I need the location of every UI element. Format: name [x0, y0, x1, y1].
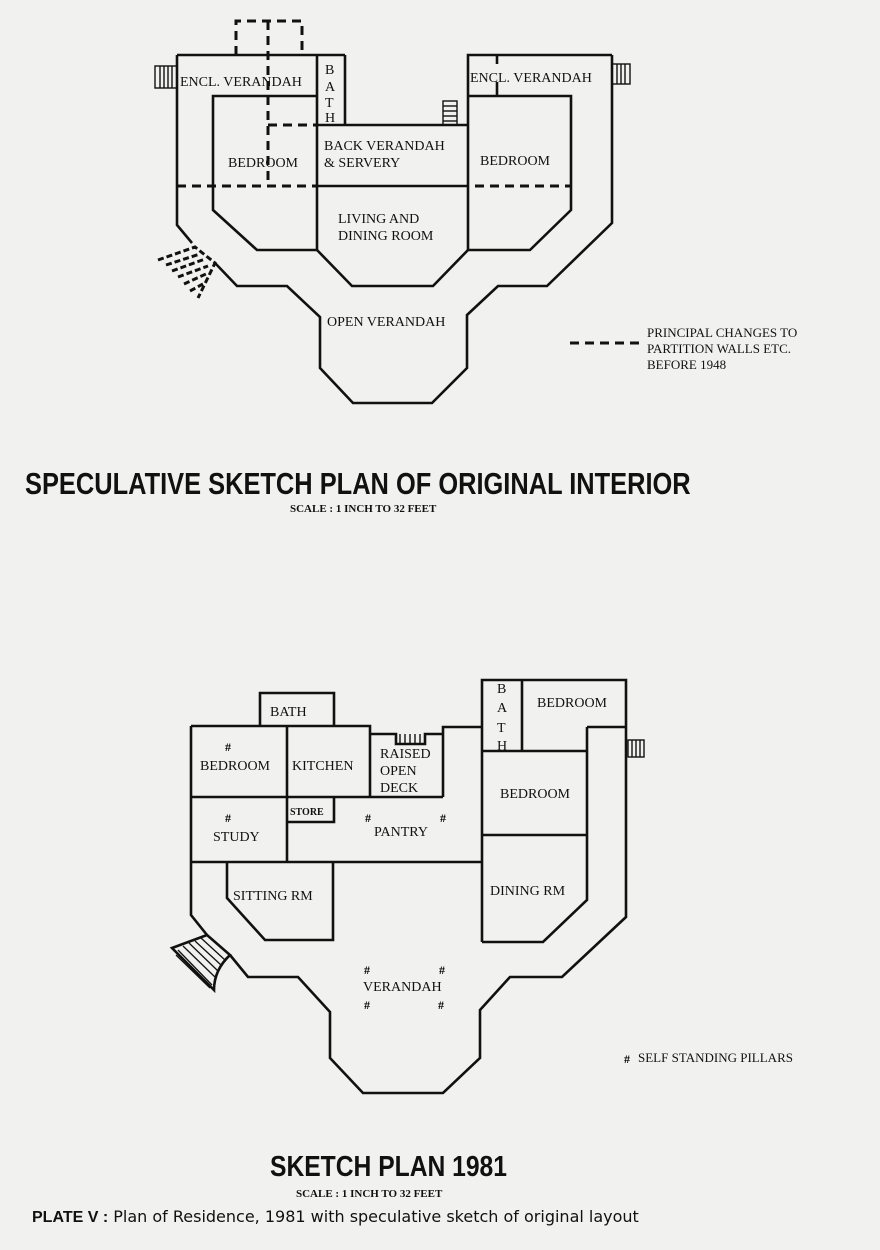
pillar-icon: # [365, 811, 371, 825]
original-room-labels: ENCL. VERANDAH B A T H ENCL. VERANDAH BA… [180, 63, 592, 330]
room-label: & SERVERY [324, 156, 400, 171]
room-label: BATH [270, 705, 307, 720]
room-label: STUDY [213, 830, 260, 845]
legend-line: PRINCIPAL CHANGES TO [647, 325, 798, 340]
room-label: BEDROOM [228, 156, 299, 171]
plate-caption: PLATE V : Plan of Residence, 1981 with s… [32, 1207, 639, 1227]
room-label: DINING ROOM [338, 229, 434, 244]
original-plan-scale: SCALE : 1 INCH TO 32 FEET [290, 503, 437, 515]
room-label: OPEN [380, 764, 417, 779]
plan-1981-room-labels: BATH BEDROOM KITCHEN RAISED OPEN DECK ST… [200, 682, 608, 995]
plan-1981-stairs [169, 734, 645, 994]
room-label: ENCL. VERANDAH [180, 75, 302, 90]
room-label: H [325, 111, 335, 126]
room-label: ENCL. VERANDAH [470, 71, 592, 86]
room-label: OPEN VERANDAH [327, 315, 445, 330]
room-label: BEDROOM [200, 759, 271, 774]
plan-1981-scale: SCALE : 1 INCH TO 32 FEET [296, 1188, 443, 1200]
room-label: DINING RM [490, 884, 566, 899]
legend-line: BEFORE 1948 [647, 357, 727, 372]
room-label: SITTING RM [233, 889, 313, 904]
room-label: VERANDAH [363, 980, 442, 995]
room-label: H [497, 739, 507, 754]
pillar-icon: # [364, 963, 370, 977]
plate-number: PLATE V : [32, 1209, 109, 1226]
pillar-icon: # [439, 963, 445, 977]
room-label: RAISED [380, 747, 431, 762]
pillar-icon: # [225, 811, 231, 825]
room-label: BEDROOM [537, 696, 608, 711]
legend-changes: PRINCIPAL CHANGES TO PARTITION WALLS ETC… [647, 325, 797, 373]
original-stairs [154, 63, 631, 299]
pillar-icon: # [624, 1052, 630, 1066]
plan-1981-title: SKETCH PLAN 1981 [270, 1151, 507, 1183]
pillar-icon: # [364, 998, 370, 1012]
room-label: BEDROOM [500, 787, 571, 802]
room-label: STORE [290, 807, 324, 818]
room-label: A [497, 701, 508, 716]
pillar-icon: # [438, 998, 444, 1012]
room-label: A [325, 80, 336, 95]
room-label: BACK VERANDAH [324, 139, 445, 154]
pillar-icon: # [440, 811, 446, 825]
caption-text: Plan of Residence, 1981 with speculative… [108, 1207, 639, 1226]
legend-line: PARTITION WALLS ETC. [647, 341, 792, 356]
room-label: DECK [380, 781, 418, 796]
room-label: T [325, 96, 334, 111]
legend-pillars: SELF STANDING PILLARS [638, 1050, 793, 1065]
room-label: T [497, 721, 506, 736]
room-label: B [325, 63, 334, 78]
original-plan-walls [175, 19, 614, 405]
pillar-markers: # # # # # # # # # [225, 740, 630, 1066]
pillar-icon: # [225, 740, 231, 754]
original-plan-title: SPECULATIVE SKETCH PLAN OF ORIGINAL INTE… [25, 466, 691, 501]
room-label: B [497, 682, 506, 697]
plan-1981-walls [189, 678, 628, 1095]
room-label: KITCHEN [292, 759, 353, 774]
room-label: BEDROOM [480, 154, 551, 169]
room-label: PANTRY [374, 825, 428, 840]
room-label: LIVING AND [338, 212, 419, 227]
